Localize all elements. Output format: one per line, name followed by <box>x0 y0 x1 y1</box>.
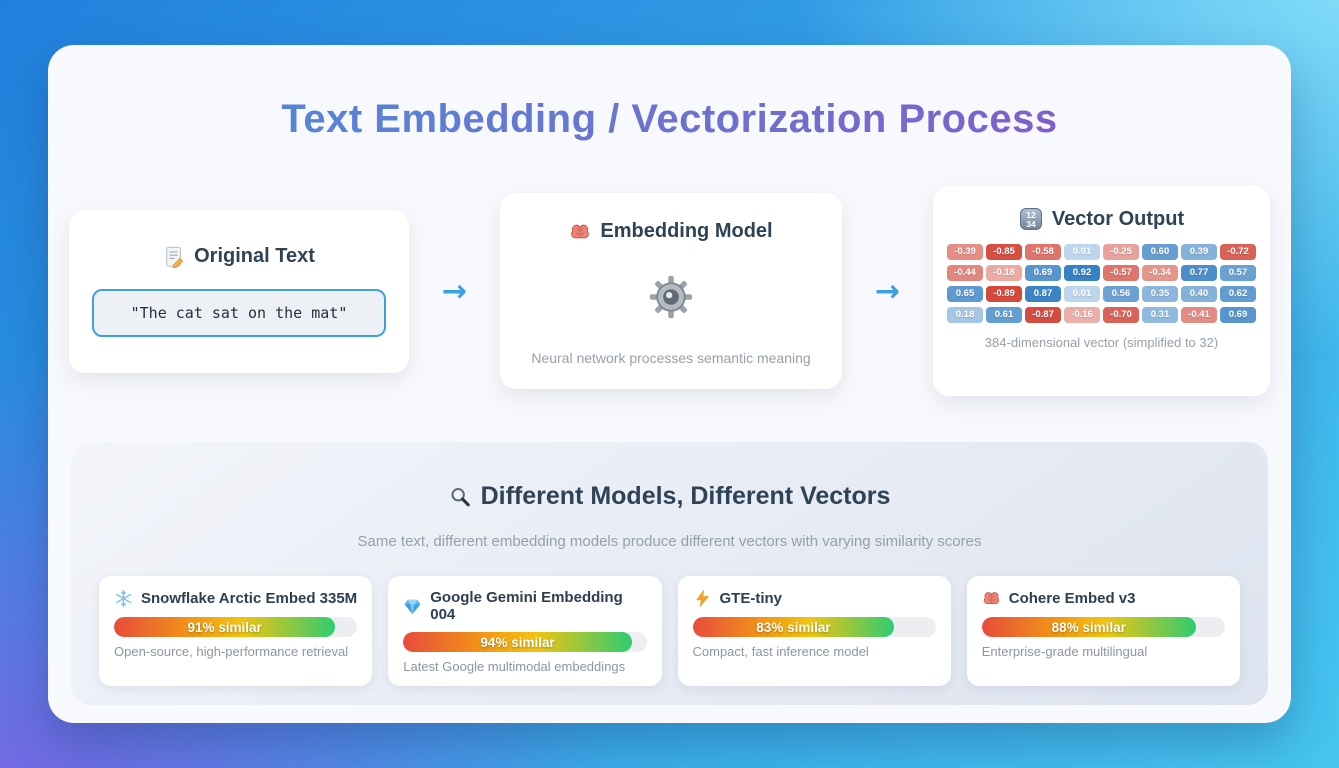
vector-cell: -0.57 <box>1103 265 1139 281</box>
snowflake-icon <box>114 589 133 608</box>
model-description: Open-source, high-performance retrieval <box>114 644 349 659</box>
vector-cell: -0.39 <box>947 244 983 260</box>
similarity-label: 83% similar <box>756 619 831 635</box>
similarity-bar: 91% similar <box>114 617 358 637</box>
vector-output-title: Vector Output <box>1051 207 1185 230</box>
flow-arrow-icon: → <box>874 273 901 309</box>
memo-icon <box>163 246 185 268</box>
similarity-bar-fill: 91% similar <box>114 617 336 637</box>
model-name: Cohere Embed v3 <box>1008 590 1136 607</box>
vector-cell: 0.77 <box>1181 265 1217 281</box>
vector-cell: 0.69 <box>1220 307 1256 323</box>
brain-icon <box>569 221 591 243</box>
vector-cell: 0.92 <box>1064 265 1100 281</box>
model-description: Enterprise-grade multilingual <box>981 644 1148 659</box>
vector-cell: -0.25 <box>1103 244 1139 260</box>
vector-cell: -0.70 <box>1103 307 1139 323</box>
similarity-bar: 83% similar <box>692 617 936 637</box>
model-name: Google Gemini Embedding 004 <box>430 589 623 623</box>
vector-cell: 0.35 <box>1142 286 1178 302</box>
vector-cell: 0.69 <box>1025 265 1061 281</box>
vector-cell: 0.57 <box>1220 265 1256 281</box>
magnifier-icon <box>449 486 471 508</box>
process-flow: Original Text "The cat sat on the mat" →… <box>48 186 1291 396</box>
vector-cell: 0.39 <box>1181 244 1217 260</box>
model-heading: Google Gemini Embedding 004 <box>403 589 646 623</box>
svg-text:12: 12 <box>1026 210 1036 220</box>
similarity-label: 88% similar <box>1051 619 1126 635</box>
brain-icon <box>982 589 1001 608</box>
vector-cell: 0.60 <box>1142 244 1178 260</box>
vector-cell: -0.72 <box>1220 244 1256 260</box>
model-card: GTE-tiny 83% similar Compact, fast infer… <box>677 576 951 686</box>
embedding-model-card: Embedding Model Neural network processes… <box>500 193 842 389</box>
model-description: Compact, fast inference model <box>692 644 869 659</box>
vector-cell: 0.61 <box>986 307 1022 323</box>
original-text-heading: Original Text <box>92 245 386 268</box>
comparison-heading: Different Models, Different Vectors <box>99 482 1240 511</box>
similarity-bar: 94% similar <box>403 632 647 652</box>
embedding-model-heading: Embedding Model <box>569 220 773 243</box>
main-panel: Text Embedding / Vectorization Process O… <box>48 45 1291 723</box>
model-heading: Cohere Embed v3 <box>982 589 1225 608</box>
vector-cell: 0.01 <box>1064 244 1100 260</box>
vector-cell: 0.65 <box>947 286 983 302</box>
original-text-box: "The cat sat on the mat" <box>92 289 386 337</box>
model-description: Latest Google multimodal embeddings <box>403 659 626 674</box>
vector-cell: -0.34 <box>1142 265 1178 281</box>
vector-cell: -0.89 <box>986 286 1022 302</box>
similarity-label: 94% similar <box>480 634 555 650</box>
similarity-bar-fill: 88% similar <box>981 617 1196 637</box>
vector-cell: -0.16 <box>1064 307 1100 323</box>
gem-icon <box>403 597 422 616</box>
model-card: Snowflake Arctic Embed 335M 91% similar … <box>99 576 373 686</box>
model-cards-row: Snowflake Arctic Embed 335M 91% similar … <box>99 576 1240 686</box>
embedding-model-title: Embedding Model <box>600 220 773 242</box>
model-heading: GTE-tiny <box>693 589 936 608</box>
vector-cell: -0.58 <box>1025 244 1061 260</box>
svg-text:34: 34 <box>1026 219 1036 229</box>
vector-cell: 0.18 <box>947 307 983 323</box>
vector-cell: 0.31 <box>1142 307 1178 323</box>
similarity-label: 91% similar <box>187 619 262 635</box>
model-card: Cohere Embed v3 88% similar Enterprise-g… <box>966 576 1240 686</box>
comparison-section: Different Models, Different Vectors Same… <box>71 442 1268 705</box>
lightning-icon <box>693 589 712 608</box>
gear-icon <box>649 275 693 319</box>
vector-cell: -0.44 <box>947 265 983 281</box>
vector-cell: 0.87 <box>1025 286 1061 302</box>
comparison-title: Different Models, Different Vectors <box>480 482 891 510</box>
vector-cell: 0.01 <box>1064 286 1100 302</box>
vector-cell: 0.40 <box>1181 286 1217 302</box>
similarity-bar: 88% similar <box>981 617 1225 637</box>
embedding-model-caption: Neural network processes semantic meanin… <box>531 350 811 366</box>
vector-caption: 384-dimensional vector (simplified to 32… <box>984 335 1219 350</box>
original-text-title: Original Text <box>194 245 315 267</box>
vector-cell: -0.85 <box>986 244 1022 260</box>
vector-cell: -0.41 <box>1181 307 1217 323</box>
model-name: GTE-tiny <box>719 590 783 607</box>
flow-arrow-icon: → <box>441 273 468 309</box>
vector-cell: -0.87 <box>1025 307 1061 323</box>
similarity-bar-fill: 94% similar <box>403 632 632 652</box>
comparison-subtitle: Same text, different embedding models pr… <box>357 533 982 550</box>
vector-cell: 0.56 <box>1103 286 1139 302</box>
vector-cell: 0.62 <box>1220 286 1256 302</box>
model-card: Google Gemini Embedding 004 94% similar … <box>388 576 662 686</box>
page-title: Text Embedding / Vectorization Process <box>48 45 1291 142</box>
similarity-bar-fill: 83% similar <box>692 617 895 637</box>
vector-cell: -0.18 <box>986 265 1022 281</box>
original-text-card: Original Text "The cat sat on the mat" <box>69 209 409 373</box>
model-heading: Snowflake Arctic Embed 335M <box>114 589 357 608</box>
original-text-value: "The cat sat on the mat" <box>130 304 348 322</box>
model-name: Snowflake Arctic Embed 335M <box>141 590 358 607</box>
